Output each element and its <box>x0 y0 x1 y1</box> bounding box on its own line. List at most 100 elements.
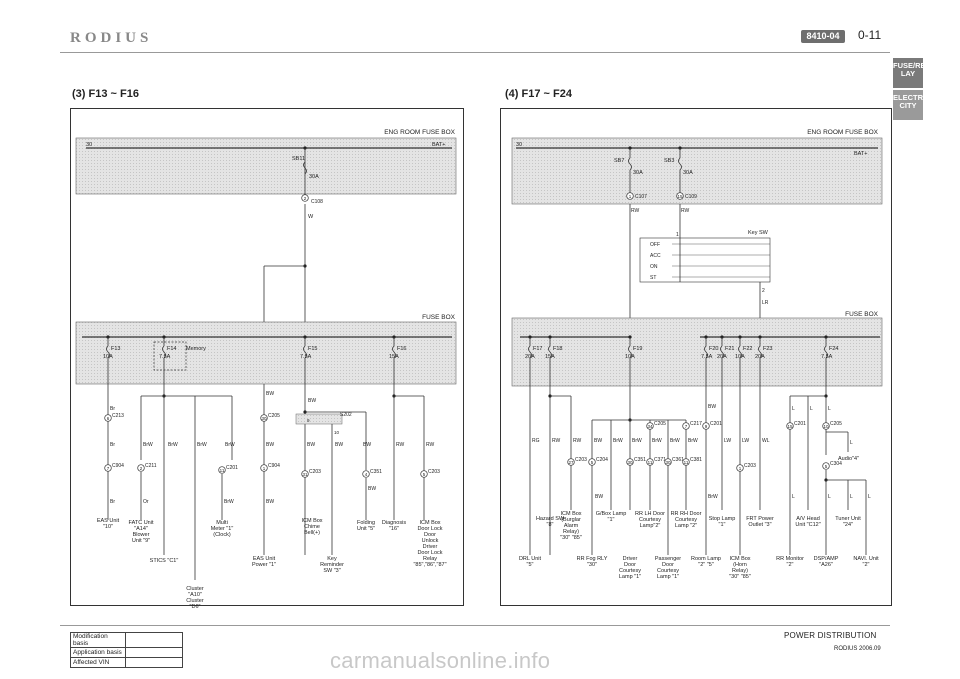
connector-name: C351 <box>370 469 382 475</box>
connector-pin-number: 11 <box>220 468 225 473</box>
wire-color: BrW <box>197 442 207 448</box>
wire-color: L <box>792 406 795 412</box>
sb11-name: SB11 <box>292 156 305 162</box>
right-section-title: (4) F17 ~ F24 <box>505 88 572 100</box>
key-sw-title: Key SW <box>748 230 769 236</box>
component-rr-monitor: RR Monitor"2" <box>776 556 804 568</box>
fuse-symbol <box>106 345 110 359</box>
connector-pin <box>137 464 145 472</box>
component-diagnosis: Diagnosis"16" <box>382 520 406 532</box>
connector-name: C203 <box>744 463 756 469</box>
fuse-name: F17 <box>533 346 542 352</box>
component-gbox-lamp: G/Box Lamp"1" <box>596 511 627 523</box>
connector-pin <box>822 422 830 430</box>
fuse-rating: 15A <box>389 354 399 360</box>
memory-label: Memory <box>186 346 206 352</box>
connector-pin-number: 1 <box>629 194 632 199</box>
component-navi-unit: NAVI. Unit"2" <box>853 556 879 568</box>
connector-name: C203 <box>575 457 587 463</box>
connector-name: C204 <box>596 457 608 463</box>
fuse-name: F21 <box>725 346 734 352</box>
wire-color: L <box>850 494 853 500</box>
wire-color: BW <box>335 442 343 448</box>
connector-pin <box>567 458 575 466</box>
component-audio: Audio"4" <box>838 456 859 462</box>
wire-color: L <box>850 440 853 446</box>
connector-name: C381 <box>690 457 702 463</box>
wire-color: BW <box>708 404 716 410</box>
wire-color: L <box>792 494 795 500</box>
memory-box <box>153 341 187 371</box>
side-tab-fuse-relay[interactable]: FUSE/RE LAY <box>893 58 926 88</box>
connector-pin-number: 15 <box>677 194 683 199</box>
page-number: 0-11 <box>858 28 882 42</box>
connector-name: C201 <box>794 421 806 427</box>
bus-batt-label: BAT+ <box>854 151 868 157</box>
wire-color: RW <box>681 208 690 214</box>
wire-color: RW <box>396 442 405 448</box>
eng-room-fuse-box <box>75 137 457 195</box>
wire-color: BW <box>594 438 602 444</box>
header-rule <box>60 52 890 53</box>
connector-pin-number: 11 <box>684 460 689 465</box>
connector-pin <box>420 470 428 478</box>
fuse-symbol <box>758 345 762 359</box>
eng-room-fuse-box-label: ENG ROOM FUSE BOX <box>384 129 455 136</box>
wire-color: BW <box>266 442 274 448</box>
wire-color: W <box>308 214 314 220</box>
sb-conn-label: C109 <box>685 194 697 200</box>
connector-pin-number: 1 <box>263 466 266 471</box>
connector-pin <box>626 192 634 200</box>
sb-name: SB3 <box>664 158 674 164</box>
fuse-name: F20 <box>709 346 718 352</box>
wire-color: BrW <box>225 442 235 448</box>
fuse-symbol <box>720 345 724 359</box>
component-tuner-unit: Tuner Unit"24" <box>835 516 861 528</box>
side-tab-electricity[interactable]: ELECTRI CITY <box>893 90 925 120</box>
key-pin: 1 <box>676 232 679 238</box>
connector-name: C361 <box>672 457 684 463</box>
fuse-symbol <box>628 345 632 359</box>
fuse-box-label: FUSE BOX <box>845 311 879 318</box>
key-position-on: ON <box>650 264 658 270</box>
revision-table: Modification basis Application basis Aff… <box>70 632 183 668</box>
connector-pin-number: 30 <box>665 460 671 465</box>
wire-color: RW <box>552 438 561 444</box>
connector-name: C304 <box>830 461 842 467</box>
wire-color: L <box>868 494 871 500</box>
fuse-rating: 15A <box>545 354 555 360</box>
fuse-name: F23 <box>763 346 772 352</box>
fuse-name: F19 <box>633 346 642 352</box>
wire-color: BrW <box>632 438 642 444</box>
connector-pin-number: 2 <box>140 466 143 471</box>
sb-rating: 30A <box>633 170 643 176</box>
sb-rating: 30A <box>683 170 693 176</box>
doc-title: POWER DISTRIBUTION <box>784 631 877 640</box>
connector-pin <box>301 470 309 478</box>
connector-name: C213 <box>112 413 124 419</box>
connector-pin <box>682 422 690 430</box>
fuse-symbol <box>738 345 742 359</box>
wire-color: RW <box>631 208 640 214</box>
connector-pin <box>786 422 794 430</box>
connector-pin <box>646 458 654 466</box>
fuse-rating: 10A <box>625 354 635 360</box>
connector-name: C203 <box>309 469 321 475</box>
key-position-acc: ACC <box>650 253 661 259</box>
eng-room-fuse-box <box>511 137 883 205</box>
fuse-name: F15 <box>308 346 317 352</box>
pin: 9 <box>307 418 310 423</box>
component-dsp-amp: DSP/AMP"A26" <box>814 556 839 568</box>
key-switch-box <box>639 237 771 283</box>
wire-color: BrW <box>613 438 623 444</box>
